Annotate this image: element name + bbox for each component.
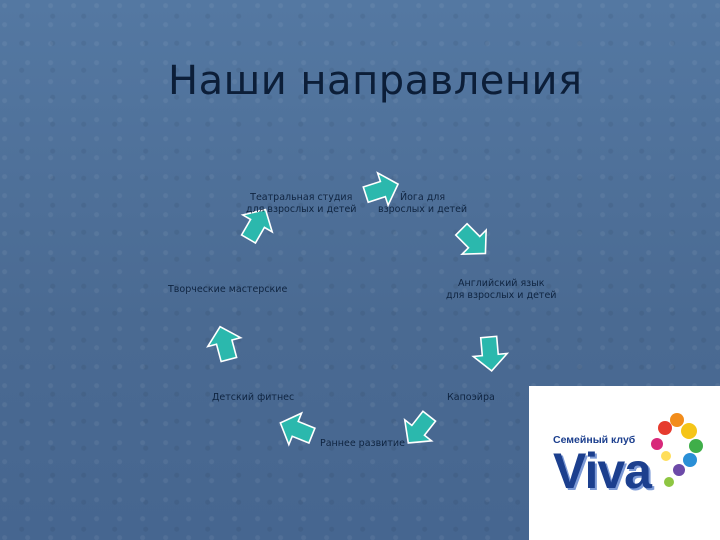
cycle-item-fitness: Детский фитнес [212,392,294,404]
cycle-item-label: Творческие мастерские [168,284,288,295]
cycle-item-label: Раннее развитие [320,438,405,449]
logo-swirl-icon [651,413,703,487]
cycle-item-english: Английский язык для взрослых и детей [446,278,556,302]
cycle-item-yoga: Йога для взрослых и детей [378,192,467,216]
logo-brand-text: Viva [553,443,652,499]
cycle-item-capoeira: Капоэйра [447,392,495,404]
cycle-item-label: Капоэйра [447,392,495,403]
cycle-item-label: Детский фитнес [212,392,295,403]
logo-club-text: Семейный клуб [553,434,636,446]
cycle-item-early-development: Раннее развитие [320,438,405,450]
cycle-item-workshops: Творческие мастерские [168,284,287,296]
arrow-bottom [273,406,320,453]
cycle-item-label: Йога для взрослых и детей [378,192,468,215]
arrow-right [470,334,510,374]
arrow-left [202,321,247,365]
viva-club-logo: Семейный клуб Viva [529,386,720,540]
cycle-item-label: Английский язык для взрослых и детей [446,278,557,301]
cycle-item-label: Театральная студия для взрослых и детей [246,192,357,215]
cycle-item-theatre: Театральная студия для взрослых и детей [246,192,356,216]
arrow-upper-right [448,216,499,267]
slide-title: Наши направления [168,58,583,104]
